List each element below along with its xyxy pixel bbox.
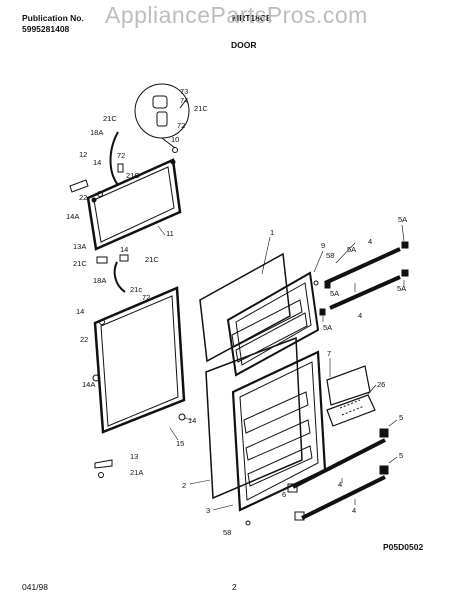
freezer-door-shell (226, 271, 320, 377)
callout-5a: 5A (347, 245, 356, 254)
callout-4: 4 (338, 480, 342, 489)
callout-18a: 18A (93, 276, 106, 285)
callout-5a: 5A (330, 289, 339, 298)
callout-2: 2 (182, 481, 186, 490)
callout-21c: 21C (73, 259, 87, 268)
upper-door-gasket (86, 158, 182, 251)
callout-72: 72 (142, 293, 150, 302)
callout-72: 72 (117, 151, 125, 160)
door-bin-7 (326, 365, 371, 406)
handle-lower-2 (301, 475, 386, 520)
callout-21c: 21c (130, 285, 142, 294)
watermark: AppliancePartsPros.com (105, 2, 368, 28)
callout-58: 58 (223, 528, 231, 537)
callout-10: 10 (171, 135, 179, 144)
fresh-food-liner (205, 336, 303, 500)
callout-22: 22 (79, 193, 87, 202)
fresh-food-door (231, 350, 327, 512)
section-title: DOOR (231, 40, 257, 50)
callout-9: 9 (321, 241, 325, 250)
bottom-hinge-parts (94, 459, 113, 478)
figure-id: P05D0502 (383, 542, 424, 552)
callout-5: 5 (399, 413, 403, 422)
callout-4: 4 (368, 237, 372, 246)
callout-18a: 18A (90, 128, 103, 137)
handle-upper-1 (324, 247, 401, 285)
callout-21a: 21A (130, 468, 143, 477)
egg-tray-26 (326, 394, 376, 427)
callout-73: 73 (180, 87, 188, 96)
callout-13: 13 (130, 452, 138, 461)
footer-date: 041/98 (22, 582, 48, 592)
callout-1: 1 (270, 228, 274, 237)
callout-5a: 5A (398, 215, 407, 224)
upper-hinge-parts (69, 131, 178, 197)
callout-21c: 21C (194, 104, 208, 113)
callout-72: 72 (177, 121, 185, 130)
handle-upper-2 (329, 275, 401, 310)
callout-74: 74 (180, 96, 188, 105)
callout-58: 58 (326, 251, 334, 260)
callout-14a: 14A (66, 212, 79, 221)
callout-13a: 13A (73, 242, 86, 251)
callout-14: 14 (120, 245, 128, 254)
callout-6: 6 (282, 490, 286, 499)
handle-end-caps (245, 241, 409, 526)
callout-21c: 21C (126, 171, 140, 180)
freezer-door-panel (199, 252, 291, 363)
callout-5a: 5A (323, 323, 332, 332)
model-code: MRT18CE (232, 13, 272, 23)
publication-label: Publication No. (22, 13, 84, 23)
middle-hinge-parts (96, 254, 129, 293)
callout-4: 4 (352, 506, 356, 515)
page-number: 2 (232, 582, 237, 592)
callout-15: 15 (176, 439, 184, 448)
callout-14a: 14A (82, 380, 95, 389)
callout-14: 14 (93, 158, 101, 167)
lower-door-gasket (92, 286, 186, 434)
callout-14: 14 (188, 416, 196, 425)
callout-21c: 21C (103, 114, 117, 123)
callout-12: 12 (79, 150, 87, 159)
callout-26: 26 (377, 380, 385, 389)
callout-4: 4 (358, 311, 362, 320)
callout-21c: 21C (145, 255, 159, 264)
callout-14: 14 (76, 307, 84, 316)
callout-11: 11 (166, 229, 174, 238)
callout-5: 5 (399, 451, 403, 460)
callout-3: 3 (206, 506, 210, 515)
callout-5a: 5A (397, 284, 406, 293)
publication-number: 5995281408 (22, 24, 70, 34)
callout-22: 22 (80, 335, 88, 344)
callout-7: 7 (327, 349, 331, 358)
handle-lower-1 (292, 438, 386, 489)
